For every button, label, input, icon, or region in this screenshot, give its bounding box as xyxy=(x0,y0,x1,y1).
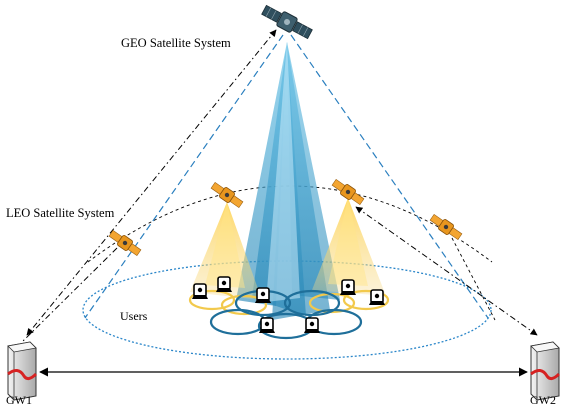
user-terminal-icon xyxy=(304,317,320,333)
footprints xyxy=(188,289,390,340)
gateway-1-server-icon xyxy=(7,341,38,401)
gateway-1-label: GW1 xyxy=(6,393,32,407)
geo-satellite-icon xyxy=(261,4,313,40)
user-terminal-icon xyxy=(259,317,275,333)
gateway-2-server-icon xyxy=(530,341,561,401)
gateway-2-label: GW2 xyxy=(530,393,556,407)
leo-link-gw1 xyxy=(21,247,118,343)
geo-gw1-link xyxy=(26,29,277,336)
leo-satellite-icon xyxy=(210,181,244,209)
leo-satellite-icon xyxy=(108,229,142,257)
user-terminal-icon xyxy=(216,276,232,292)
geo-system-label: GEO Satellite System xyxy=(121,36,231,50)
leo-gw2-link xyxy=(355,206,538,336)
user-terminals xyxy=(192,276,385,333)
leo-system-label: LEO Satellite System xyxy=(6,206,115,220)
leo-satellite-icon xyxy=(331,178,365,206)
user-terminal-icon xyxy=(255,287,271,303)
user-terminal-icon xyxy=(192,283,208,299)
user-terminal-icon xyxy=(340,279,356,295)
user-terminal-icon xyxy=(369,289,385,305)
leo-satellite-icon xyxy=(429,213,463,241)
users-label: Users xyxy=(120,309,148,323)
